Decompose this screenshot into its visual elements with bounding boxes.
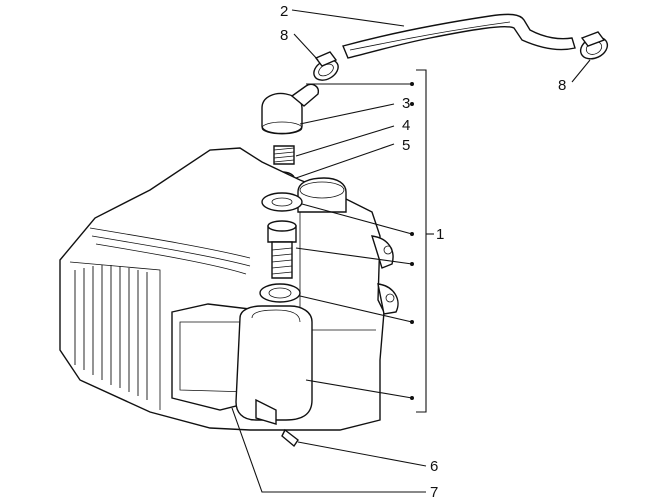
bolt — [281, 428, 299, 448]
callout-7: 7 — [430, 484, 438, 501]
callout-4: 4 — [402, 117, 410, 134]
bracket-dots — [410, 82, 414, 400]
callout-8-right: 8 — [558, 77, 566, 94]
elbow-cap — [261, 83, 320, 135]
filter-screw — [267, 220, 297, 279]
callout-1: 1 — [436, 226, 444, 243]
leader-lines — [231, 9, 591, 493]
washer-large-upper — [261, 192, 303, 212]
filter-housing — [171, 303, 313, 425]
callout-8-left: 8 — [280, 27, 288, 44]
callout-5: 5 — [402, 137, 410, 154]
callout-2: 2 — [280, 3, 288, 20]
washer-large-lower — [259, 283, 301, 303]
callout-3: 3 — [402, 95, 410, 112]
breather-hose — [342, 13, 576, 59]
hose-clamp-left — [313, 51, 339, 81]
spring — [273, 145, 295, 165]
hose-clamp-right — [579, 31, 609, 60]
callout-6: 6 — [430, 458, 438, 475]
